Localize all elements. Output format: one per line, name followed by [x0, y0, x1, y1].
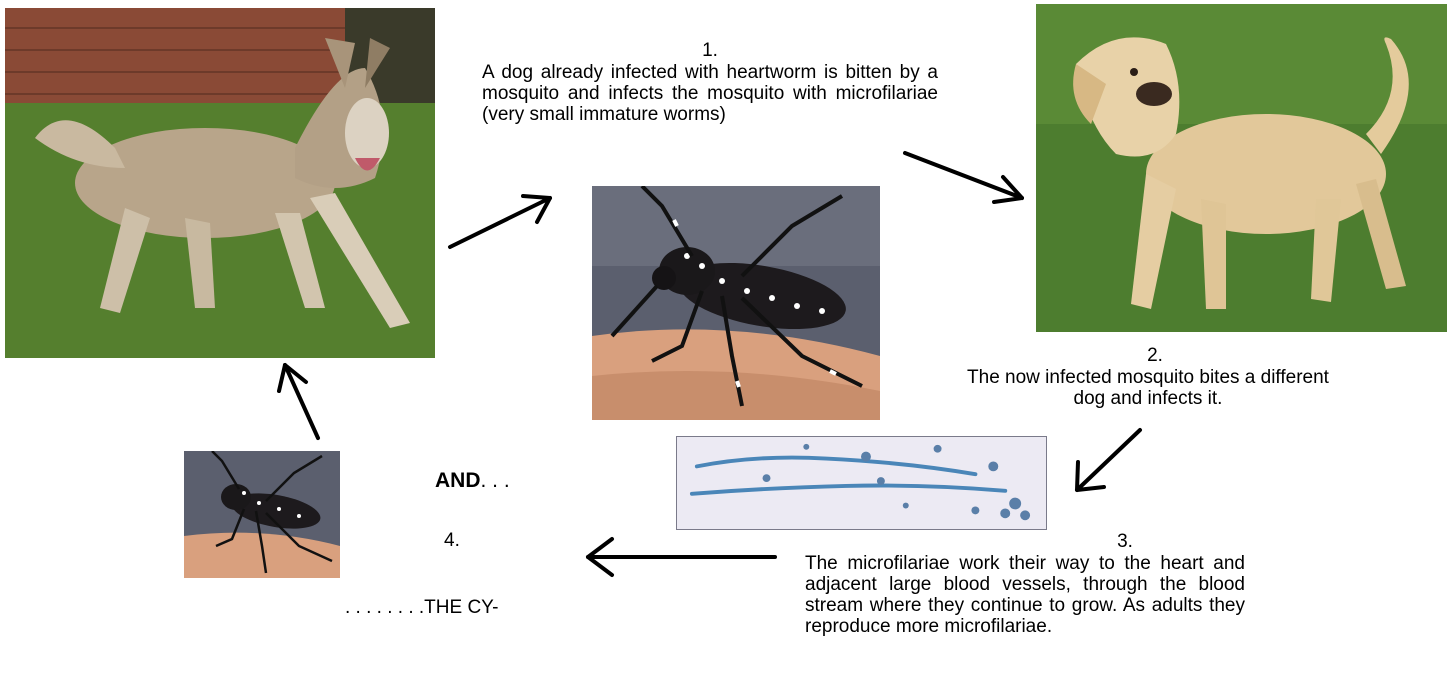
step2-number: 2. [1130, 345, 1180, 366]
healthy-dog-image [1036, 4, 1447, 332]
step4-number: 4. [444, 530, 460, 551]
and-bold: AND [435, 469, 481, 492]
mosquito-small-image [184, 451, 340, 578]
arrow-mosquito-to-healthy-dog [905, 153, 1022, 202]
arrow-to-step4 [588, 539, 775, 575]
mosquito-large-image [592, 186, 880, 420]
arrow-small-mosquito-to-dog [279, 365, 318, 438]
arrow-dog-to-mosquito [450, 196, 550, 247]
infected-dog-image [5, 8, 435, 358]
step3-number: 3. [1100, 531, 1150, 552]
microfilariae-image [676, 436, 1047, 530]
step3-text: The microfilariae work their way to the … [805, 553, 1245, 637]
step2-text: The now infected mosquito bites a differ… [958, 367, 1338, 409]
and-label: AND. . . [435, 470, 510, 491]
cycle-text: . . . . . . . .THE CY- [345, 597, 498, 618]
step1-number: 1. [690, 40, 730, 61]
and-dots: . . . [481, 469, 510, 492]
step1-text: A dog already infected with heartworm is… [482, 62, 938, 125]
arrow-to-microfilariae [1077, 430, 1140, 490]
